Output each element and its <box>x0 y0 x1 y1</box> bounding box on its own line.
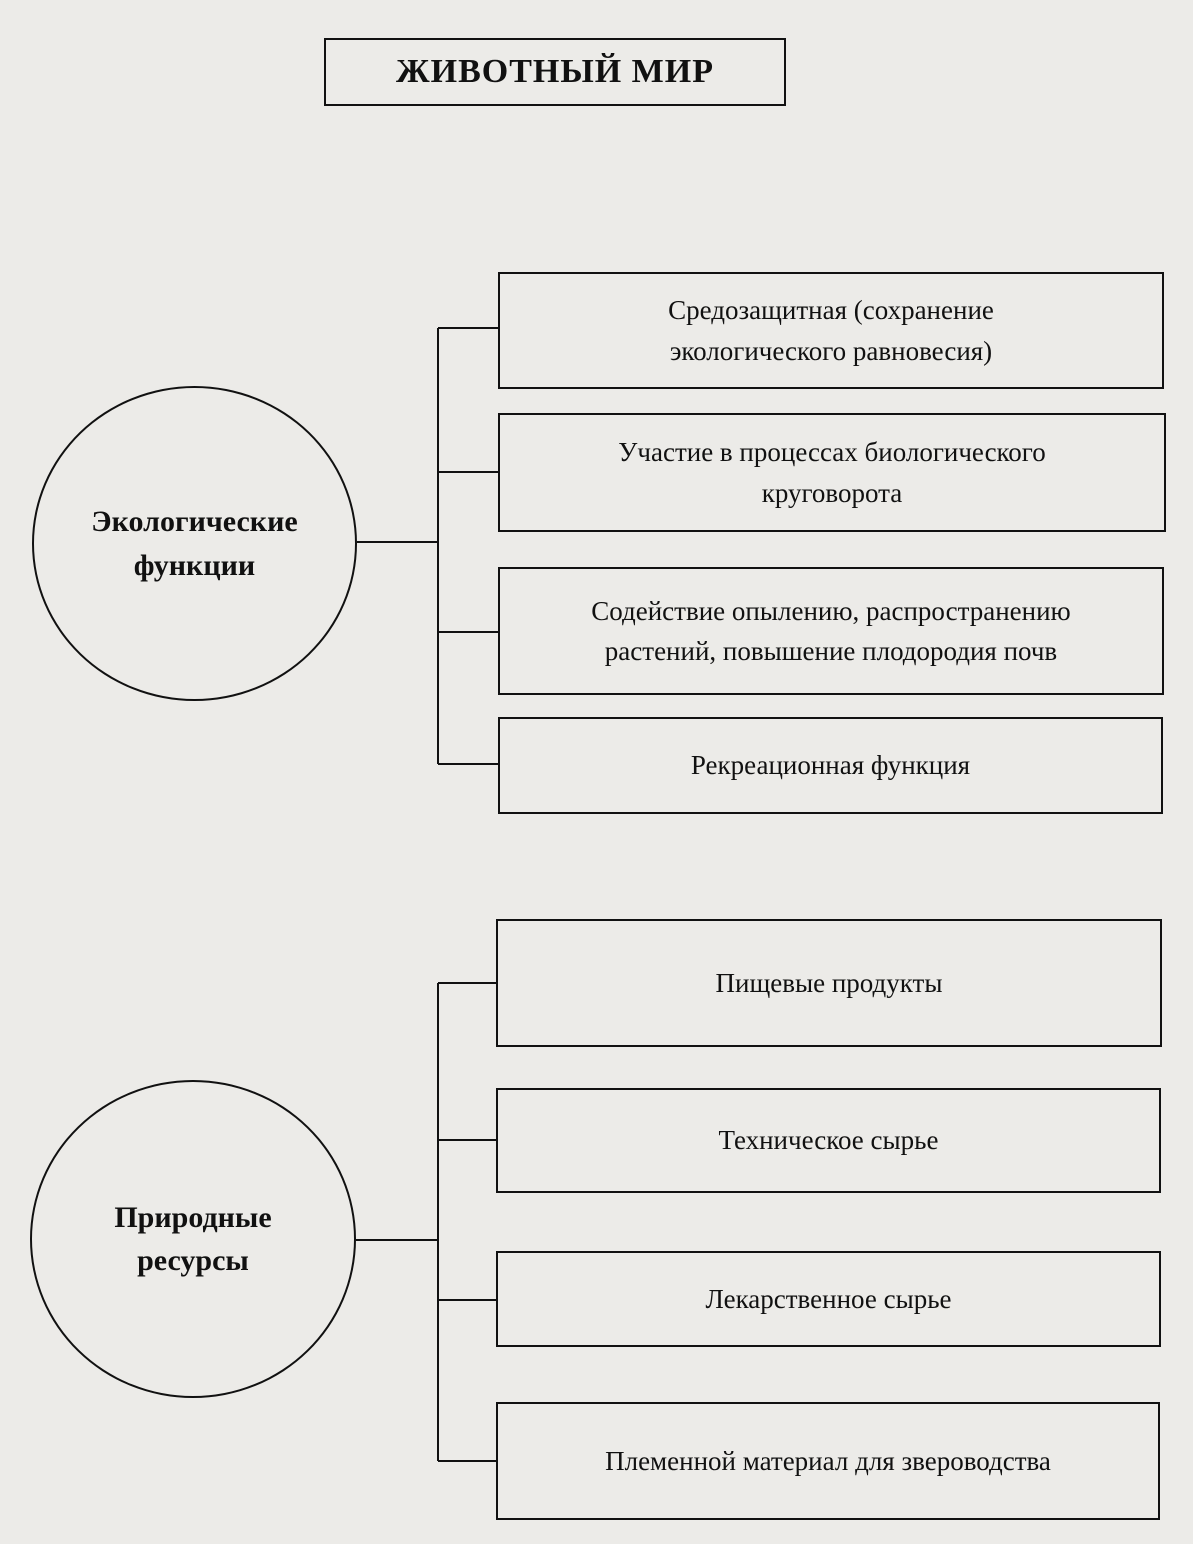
resource-box-technical-raw-materials: Техническое сырье <box>496 1088 1161 1193</box>
resource-box-food-products: Пищевые продукты <box>496 919 1162 1047</box>
resource-box-breeding-material: Племенной материал для звероводства <box>496 1402 1160 1520</box>
box-text-line: Племенной материал для звероводства <box>605 1445 1051 1476</box>
group-circle-label-line: функции <box>133 548 256 582</box>
box-text-line: Средозащитная (сохранение <box>668 295 994 325</box>
box-text-line: круговорота <box>761 477 903 508</box>
box-text-line: Техническое сырье <box>718 1125 939 1156</box>
function-box-environmental-protection: Средозащитная (сохранение экологического… <box>498 272 1164 389</box>
function-box-biological-cycle: Участие в процессах биологического круго… <box>498 413 1166 532</box>
box-text-line: растений, повышение плодородия почв <box>604 636 1058 666</box>
box-text-line: Пищевые продукты <box>715 967 943 998</box>
resource-box-medicinal-raw-materials: Лекарственное сырье <box>496 1251 1161 1347</box>
box-text-line: экологического равновесия) <box>669 335 993 366</box>
group-circle-label-line: Экологические <box>91 505 298 538</box>
box-text-line: Содействие опылению, распространению <box>591 595 1071 626</box>
group-circle-label-line: Природные <box>114 1200 272 1234</box>
group-circle-label-line: ресурсы <box>137 1244 249 1277</box>
diagram-title: ЖИВОТНЫЙ МИР <box>324 38 786 106</box>
diagram-title-text: ЖИВОТНЫЙ МИР <box>396 53 714 90</box>
function-box-recreational: Рекреационная функция <box>498 717 1163 814</box>
group-circle-natural-resources: Природные ресурсы <box>30 1080 356 1398</box>
box-text-line: Лекарственное сырье <box>705 1283 952 1314</box>
group-circle-ecological-functions: Экологические функции <box>32 386 357 701</box>
box-text-line: Участие в процессах биологического <box>618 437 1046 467</box>
box-text-line: Рекреационная функция <box>690 750 971 781</box>
function-box-pollination: Содействие опылению, распространению рас… <box>498 567 1164 695</box>
